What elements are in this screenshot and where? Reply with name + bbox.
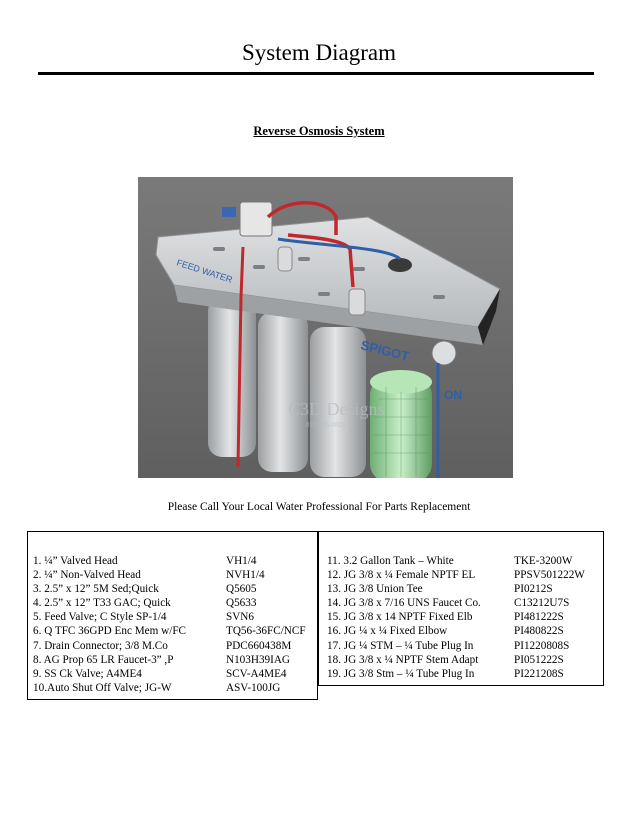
system-render-image: FEED WATER SPIGOT ON C3D Designs 818-555… (138, 177, 513, 478)
storage-tank (370, 370, 432, 478)
part-number: PI481222S (514, 611, 564, 624)
part-number: PI1220808S (514, 639, 570, 652)
part-number: PI0212S (514, 583, 553, 596)
part-number: PI221208S (514, 667, 564, 680)
part-number: TQ56-36FC/NCF (226, 625, 306, 638)
list-item: 13. JG 3/8 Union Tee PI0212S (327, 582, 603, 596)
part-number: SVN6 (226, 611, 254, 624)
list-item: 16. JG ¼ x ¼ Fixed Elbow PI480822S (327, 624, 603, 638)
list-item: 5. Feed Valve; C Style SP-1/4 SVN6 (33, 610, 317, 624)
part-description: 18. JG 3/8 x ¼ NPTF Stem Adapt (327, 653, 479, 666)
list-item: 2. ¼” Non-Valved Head NVH1/4 (33, 568, 317, 582)
list-item: 19. JG 3/8 Stm – ¼ Tube Plug In PI221208S (327, 667, 603, 681)
part-description: 1. ¼” Valved Head (33, 555, 118, 567)
fittings (222, 201, 457, 366)
part-description: 12. JG 3/8 x ¼ Female NPTF EL (327, 569, 476, 582)
on-label: ON (444, 388, 462, 402)
page-title: System Diagram (242, 40, 396, 65)
part-number: N103H39IAG (226, 653, 291, 666)
blue-tubing (277, 237, 402, 261)
list-item: 10.Auto Shut Off Valve; JG-W ASV-100JG (33, 681, 317, 695)
part-description: 2. ¼” Non-Valved Head (33, 569, 141, 582)
red-tubing (266, 201, 338, 235)
part-description: 8. AG Prop 65 LR Faucet-3” ,P (33, 653, 174, 666)
part-number: ASV-100JG (226, 681, 281, 694)
list-item: 4. 2.5” x 12” T33 GAC; Quick Q5633 (33, 596, 317, 610)
list-item: 1. ¼” Valved Head VH1/4 (33, 554, 317, 568)
watermark-phone: 818-555-0825 (306, 421, 346, 429)
list-item: 14. JG 3/8 x 7/16 UNS Faucet Co. C13212U7… (327, 596, 603, 610)
list-item: 7. Drain Connector; 3/8 M.Co PDC660438M (33, 639, 317, 653)
part-description: 9. SS Ck Valve; A4ME4 (33, 667, 142, 680)
part-description: 6. Q TFC 36GPD Enc Mem w/FC (33, 625, 187, 638)
filter-housing-1 (208, 297, 256, 457)
parts-list-left: 1. ¼” Valved Head VH1/4 2. ¼” Non-Valved … (27, 531, 318, 700)
list-item: 15. JG 3/8 x 14 NPTF Fixed Elb PI481222S (327, 610, 603, 624)
part-number: VH1/4 (226, 555, 257, 567)
watermark-text: C3D Designs (288, 399, 385, 419)
ro-system-illustration: FEED WATER SPIGOT ON C3D Designs 818-555… (138, 177, 513, 478)
part-number: SCV-A4ME4 (226, 667, 287, 680)
list-item: 12. JG 3/8 x ¼ Female NPTF EL PPSV501222W (327, 568, 603, 582)
section-subtitle: Reverse Osmosis System (253, 124, 385, 138)
figure-caption: Please Call Your Local Water Professiona… (167, 501, 471, 513)
part-number: NVH1/4 (226, 569, 265, 582)
part-description: 14. JG 3/8 x 7/16 UNS Faucet Co. (327, 597, 481, 610)
part-number: C13212U7S (514, 597, 570, 610)
title-divider (38, 72, 594, 75)
list-item: 3. 2.5” x 12” 5M Sed;Quick Q5605 (33, 582, 317, 596)
part-number: PPSV501222W (514, 569, 585, 582)
part-description: 17. JG ¼ STM – ¼ Tube Plug In (327, 639, 474, 652)
part-number: TKE-3200W (514, 555, 573, 567)
part-description: 19. JG 3/8 Stm – ¼ Tube Plug In (327, 667, 475, 680)
part-description: 4. 2.5” x 12” T33 GAC; Quick (33, 597, 171, 610)
part-description: 7. Drain Connector; 3/8 M.Co (33, 639, 168, 652)
part-number: PI051222S (514, 653, 564, 666)
part-description: 3. 2.5” x 12” 5M Sed;Quick (33, 583, 159, 596)
parts-list-right: 11. 3.2 Gallon Tank – White TKE-3200W 12.… (318, 531, 604, 686)
list-item: 8. AG Prop 65 LR Faucet-3” ,P N103H39IAG (33, 653, 317, 667)
part-description: 11. 3.2 Gallon Tank – White (327, 555, 454, 567)
list-item: 11. 3.2 Gallon Tank – White TKE-3200W (327, 554, 603, 568)
filter-housing-3 (310, 327, 366, 477)
part-number: Q5605 (226, 583, 257, 596)
part-description: 5. Feed Valve; C Style SP-1/4 (33, 611, 167, 624)
part-description: 16. JG ¼ x ¼ Fixed Elbow (327, 625, 448, 638)
part-description: 13. JG 3/8 Union Tee (327, 583, 423, 596)
list-item: 6. Q TFC 36GPD Enc Mem w/FC TQ56-36FC/NCF (33, 624, 317, 638)
part-number: PI480822S (514, 625, 564, 638)
part-description: 10.Auto Shut Off Valve; JG-W (33, 681, 172, 694)
part-description: 15. JG 3/8 x 14 NPTF Fixed Elb (327, 611, 473, 624)
list-item: 18. JG 3/8 x ¼ NPTF Stem Adapt PI051222S (327, 653, 603, 667)
part-number: PDC660438M (226, 639, 292, 652)
list-item: 9. SS Ck Valve; A4ME4 SCV-A4ME4 (33, 667, 317, 681)
filter-housing-2 (258, 312, 308, 472)
part-number: Q5633 (226, 597, 257, 610)
list-item: 17. JG ¼ STM – ¼ Tube Plug In PI1220808S (327, 639, 603, 653)
